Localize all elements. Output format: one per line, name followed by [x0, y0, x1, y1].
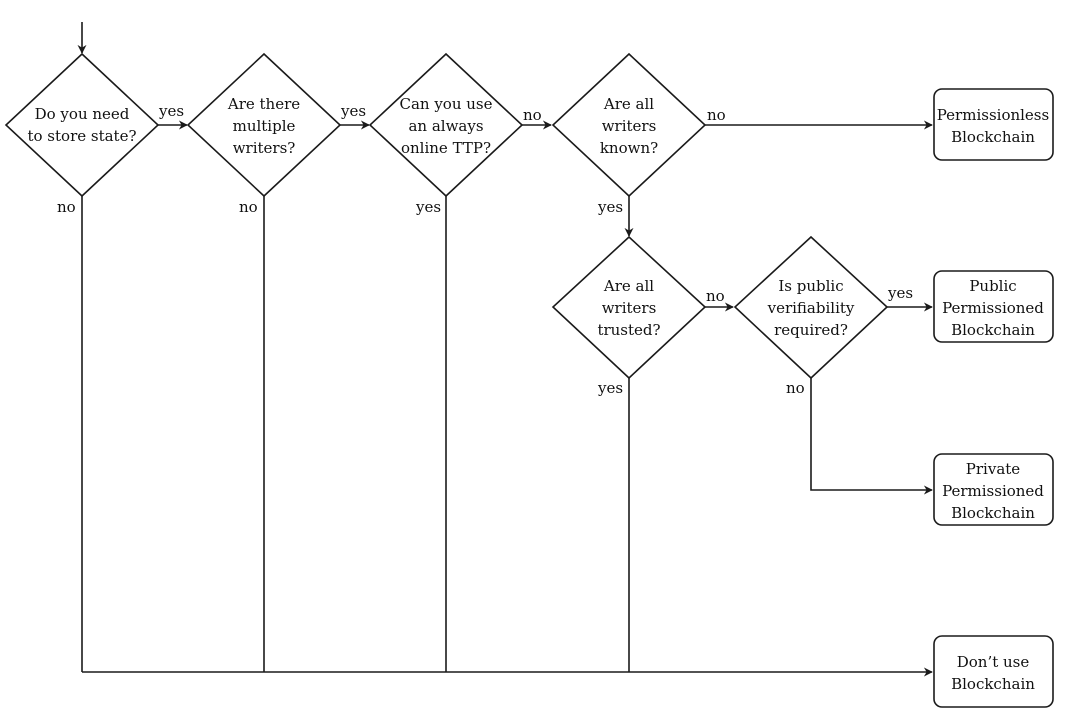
decision-text-line: verifiability	[767, 299, 855, 317]
edge-label-d5-down: yes	[597, 379, 623, 397]
outcome-text-line: Blockchain	[951, 128, 1035, 146]
edge-label-d1-down: no	[57, 198, 76, 216]
outcome-text-line: Permissioned	[942, 299, 1044, 317]
edge-label-d3-d4: no	[523, 106, 542, 124]
edge-label-d5-d6: no	[706, 287, 725, 305]
decision-text-line: Are there	[227, 95, 300, 113]
outcome-text-line: Blockchain	[951, 675, 1035, 693]
decision-text-line: writers	[602, 117, 657, 135]
edge-label-d3-down: yes	[415, 198, 441, 216]
decision-text-line: Do you need	[35, 105, 130, 123]
decision-text-line: Can you use	[399, 95, 492, 113]
outcome-public-permissioned-blockchain: Public Permissioned Blockchain	[933, 270, 1054, 343]
outcome-private-permissioned-blockchain: Private Permissioned Blockchain	[933, 453, 1054, 526]
outcome-text-line: Blockchain	[951, 504, 1035, 522]
edge-label-d1-d2: yes	[158, 102, 184, 120]
decision-text-line: writers	[602, 299, 657, 317]
decision-can-you-use-online-ttp: Can you use an always online TTP?	[368, 52, 524, 198]
decision-are-there-multiple-writers: Are there multiple writers?	[186, 52, 342, 198]
edge-labels: yes yes no no no no yes yes no yes yes n…	[57, 102, 913, 397]
edge-label-d6-down: no	[786, 379, 805, 397]
decision-text-line: trusted?	[597, 321, 660, 339]
edge-label-d4-d5: yes	[597, 198, 623, 216]
edge-label-d6-public: yes	[887, 284, 913, 302]
outcome-text-line: Private	[966, 460, 1021, 478]
outcome-text-line: Public	[969, 277, 1016, 295]
decision-is-public-verifiability-required: Is public verifiability required?	[733, 235, 889, 380]
edge-label-d4-permissionless: no	[707, 106, 726, 124]
decision-text-line: to store state?	[27, 127, 136, 145]
decision-text-line: required?	[774, 321, 848, 339]
decision-text-line: Are all	[603, 95, 654, 113]
outcome-text-line: Don’t use	[957, 653, 1030, 671]
edge-label-d2-d3: yes	[340, 102, 366, 120]
flow-edges	[77, 22, 933, 677]
decision-text-line: writers?	[233, 139, 296, 157]
decision-text-line: known?	[600, 139, 658, 157]
decision-text-line: multiple	[233, 117, 296, 135]
decision-text-line: Are all	[603, 277, 654, 295]
outcome-text-line: Blockchain	[951, 321, 1035, 339]
outcome-text-line: Permissionless	[937, 106, 1049, 124]
decision-are-all-writers-known: Are all writers known?	[551, 52, 707, 198]
decision-text-line: an always	[408, 117, 483, 135]
decision-text-line: Is public	[778, 277, 843, 295]
decision-do-you-need-to-store-state: Do you need to store state?	[4, 52, 160, 198]
edge-label-d2-down: no	[239, 198, 258, 216]
outcome-permissionless-blockchain: Permissionless Blockchain	[933, 88, 1054, 161]
decision-text-line: online TTP?	[401, 139, 491, 157]
decision-are-all-writers-trusted: Are all writers trusted?	[551, 235, 707, 380]
edge-d6-private	[810, 378, 933, 495]
outcome-dont-use-blockchain: Don’t use Blockchain	[933, 635, 1054, 708]
outcome-text-line: Permissioned	[942, 482, 1044, 500]
